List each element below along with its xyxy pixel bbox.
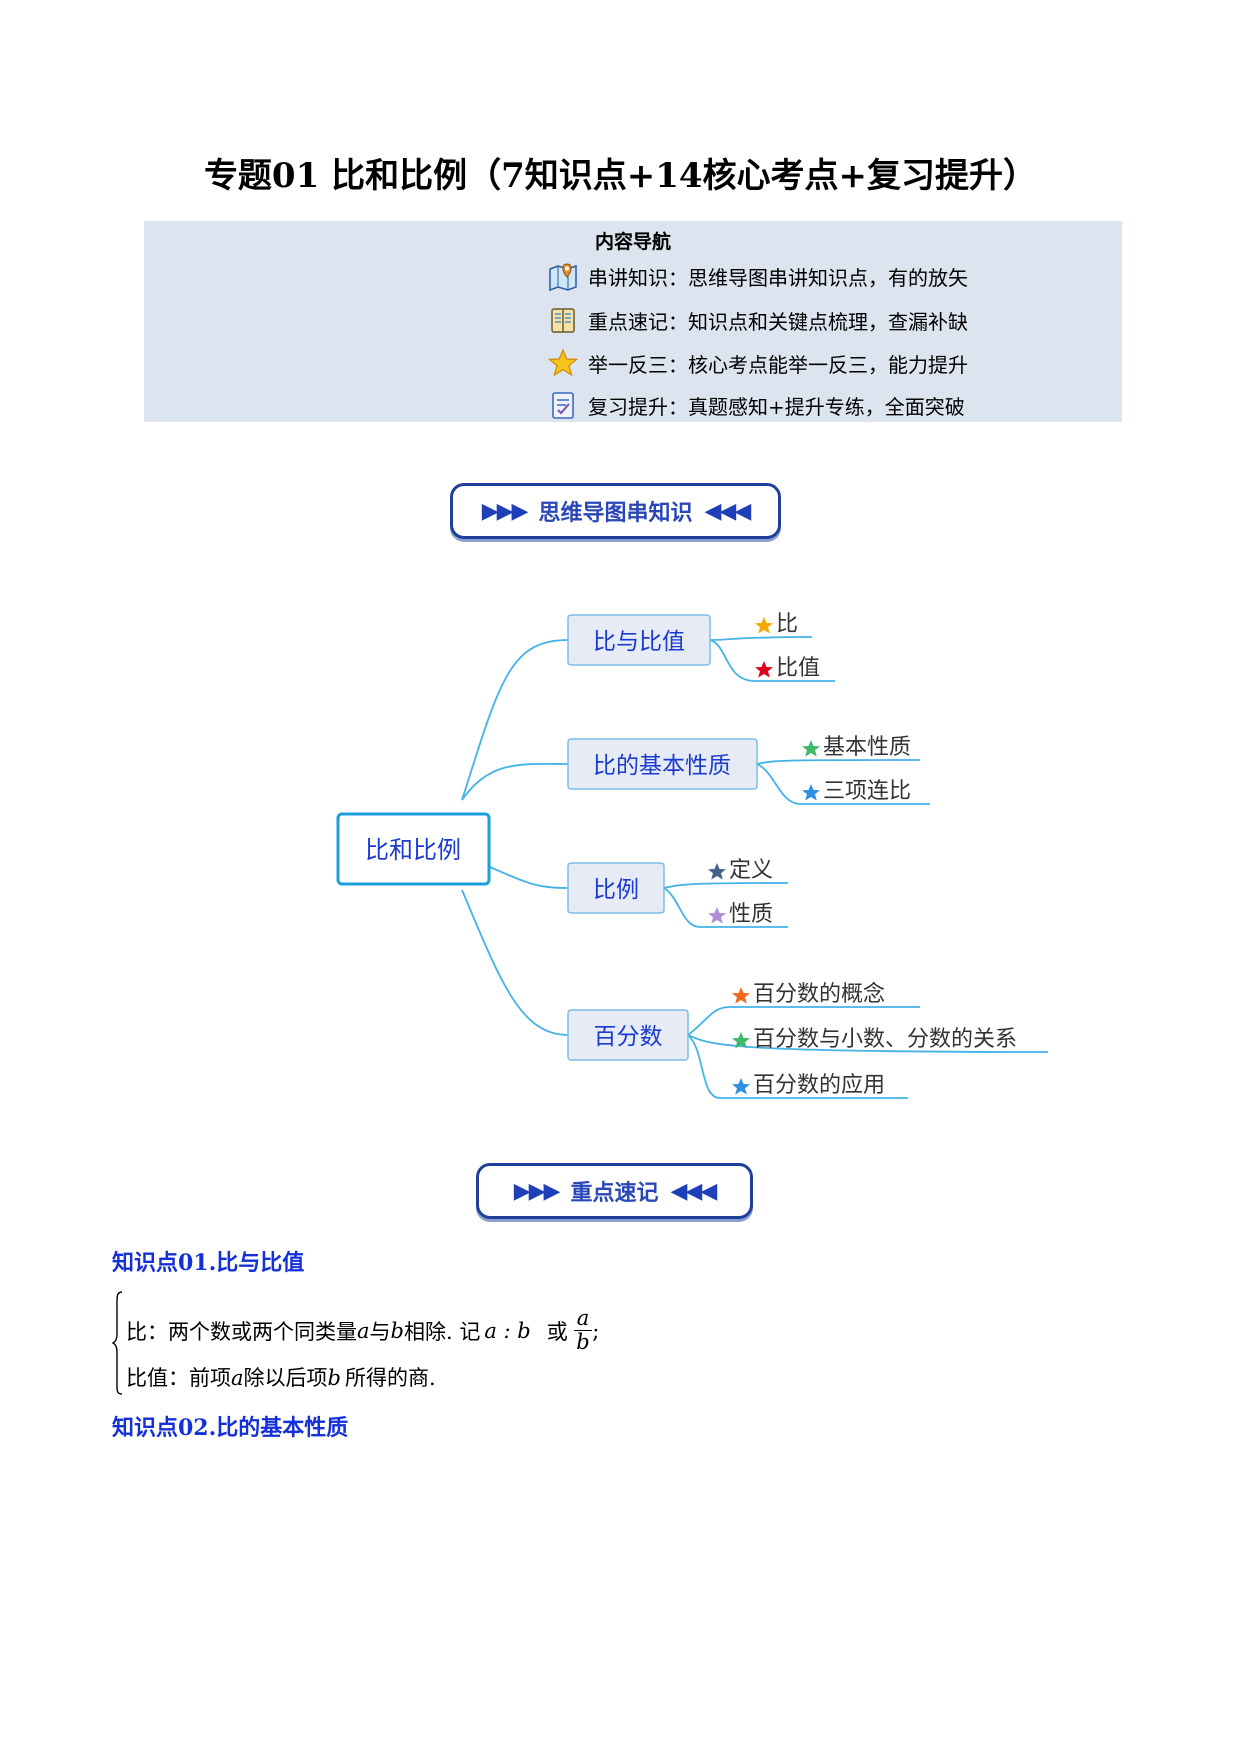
leaf-label: 性质 (729, 902, 773, 927)
leaf-three-term-ratio: 三项连比 (802, 779, 911, 804)
formula-text: 所得的商. (344, 1366, 436, 1390)
leaf-label: 三项连比 (823, 779, 911, 804)
leaf-percent-concept: 百分数的概念 (732, 982, 885, 1007)
checklist-icon (548, 390, 578, 420)
variable-b: b (327, 1366, 341, 1390)
page-title: 专题01 比和比例（7知识点+14核心考点+复习提升） (203, 156, 1038, 196)
mindmap-root-node (336, 812, 491, 886)
branch-label-1: 比与比值 (593, 629, 685, 655)
star-icon (708, 863, 726, 880)
branch-node-ratio-value (567, 614, 711, 666)
leaf-label: 百分数的概念 (753, 982, 885, 1007)
nav-row-2: 重点速记：知识点和关键点梳理，查漏补缺 (548, 305, 968, 335)
arrow-right-icon: ▶▶▶ (481, 498, 529, 524)
nav-row-4-text: 复习提升：真题感知+提升专练，全面突破 (588, 394, 965, 419)
star-icon (755, 617, 773, 634)
formula-text: 与 (369, 1319, 391, 1344)
star-icon (548, 348, 578, 378)
star-icon (802, 784, 820, 801)
leaf-label: 比 (776, 612, 798, 637)
nav-row-1: 串讲知识：思维导图串讲知识点，有的放矢 (548, 261, 968, 291)
branch-label-4: 百分数 (594, 1024, 663, 1050)
branch-label-2: 比的基本性质 (593, 753, 731, 779)
star-icon (732, 987, 750, 1004)
leaf-percent-relation: 百分数与小数、分数的关系 (732, 1027, 1017, 1052)
branch-label-3: 比例 (593, 877, 639, 903)
leaf-label: 百分数与小数、分数的关系 (753, 1027, 1017, 1052)
nav-row-1-text: 串讲知识：思维导图串讲知识点，有的放矢 (588, 265, 968, 290)
variable-a: a (231, 1366, 244, 1390)
key-points-section-banner: ▶▶▶ 重点速记 ◀◀◀ (476, 1163, 753, 1219)
mindmap-section-banner: ▶▶▶ 思维导图串知识 ◀◀◀ (450, 483, 781, 539)
variable-b: b (390, 1318, 404, 1343)
content-navigation-box: 内容导航 串讲知识：思维导图串讲知识点，有的放矢 重点速记：知识点和关键点梳理，… (144, 221, 1122, 422)
nav-row-3: 举一反三：核心考点能举一反三，能力提升 (548, 348, 968, 378)
star-icon (732, 1078, 750, 1095)
banner-label: 思维导图串知识 (538, 501, 693, 526)
branch-node-basic-property (567, 738, 758, 790)
formula-line-ratio: 比：两个数或两个同类量 a 与 b 相除. 记 a : b 或 a b ; (126, 1306, 600, 1355)
formula-text: 比值：前项 (126, 1366, 231, 1390)
fraction-denominator: b (576, 1330, 590, 1355)
formula-text: 或 (546, 1319, 568, 1344)
nav-row-3-text: 举一反三：核心考点能举一反三，能力提升 (588, 352, 968, 377)
leaf-definition: 定义 (708, 858, 773, 883)
ratio-expression: a : b (484, 1318, 531, 1343)
branch-node-percent (567, 1009, 689, 1061)
leaf-label: 比值 (776, 656, 820, 681)
formula-text: 比：两个数或两个同类量 (126, 1319, 357, 1344)
branch-node-proportion (567, 862, 665, 914)
nav-heading: 内容导航 (594, 231, 671, 253)
variable-a: a (357, 1318, 370, 1343)
arrow-left-icon: ◀◀◀ (704, 498, 752, 524)
arrow-left-icon: ◀◀◀ (670, 1178, 718, 1204)
mindmap: 比和比例 比与比值 比的基本性质 比例 百分数 比 比值 基本性质 三项连比 定… (336, 612, 1049, 1099)
star-icon (708, 907, 726, 924)
banner-label: 重点速记 (570, 1181, 659, 1206)
star-icon (802, 740, 820, 757)
left-brace (112, 1291, 123, 1395)
leaf-basic-property: 基本性质 (802, 735, 911, 760)
nav-row-4: 复习提升：真题感知+提升专练，全面突破 (548, 390, 965, 420)
fraction-numerator: a (573, 1306, 593, 1332)
mindmap-root-label: 比和比例 (365, 836, 461, 864)
leaf-property: 性质 (708, 902, 773, 927)
leaf-percent-application: 百分数的应用 (732, 1073, 885, 1098)
fraction: a b (573, 1306, 593, 1355)
formula-text: 除以后项 (243, 1366, 328, 1390)
knowledge-point-2-heading: 知识点02.比的基本性质 (112, 1415, 349, 1441)
star-icon (732, 1032, 750, 1049)
arrow-right-icon: ▶▶▶ (513, 1178, 561, 1204)
leaf-label: 百分数的应用 (753, 1073, 885, 1098)
map-icon (548, 261, 578, 291)
knowledge-point-1-heading: 知识点01.比与比值 (112, 1250, 305, 1276)
nav-row-2-text: 重点速记：知识点和关键点梳理，查漏补缺 (588, 309, 968, 334)
star-icon (755, 661, 773, 678)
leaf-label: 基本性质 (823, 735, 911, 760)
formula-text: 相除. 记 (403, 1319, 481, 1344)
book-icon (548, 305, 578, 335)
formula-text: ; (592, 1318, 600, 1343)
leaf-ratio-value: 比值 (755, 656, 820, 681)
leaf-label: 定义 (729, 858, 773, 883)
leaf-ratio: 比 (755, 612, 798, 637)
